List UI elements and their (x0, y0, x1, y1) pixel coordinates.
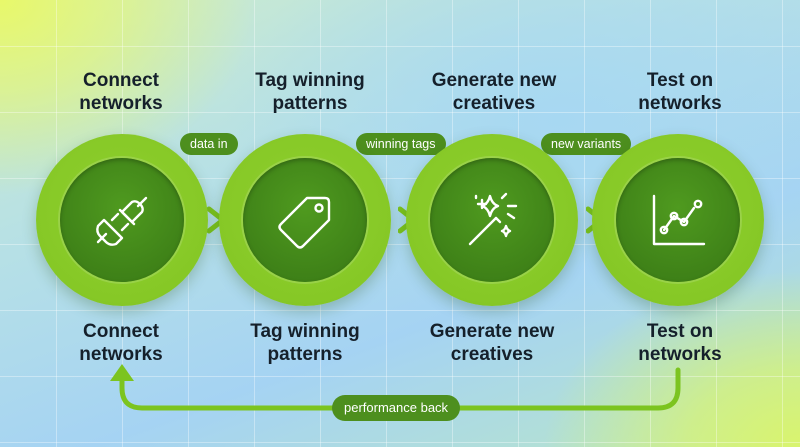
step-3-circle (406, 134, 578, 306)
step-1-circle (36, 134, 208, 306)
magic-wand-icon (468, 192, 518, 246)
step-2-circle (219, 134, 391, 306)
feedback-label-performance-back: performance back (332, 395, 461, 421)
connector-label-new-variants: new variants (541, 133, 632, 155)
tag-icon (278, 196, 331, 249)
step-4-circle (592, 134, 764, 306)
plug-icon (96, 196, 148, 246)
connector-label-data-in: data in (180, 133, 238, 155)
connector-label-winning-tags: winning tags (356, 133, 446, 155)
line-chart-icon (652, 194, 706, 246)
